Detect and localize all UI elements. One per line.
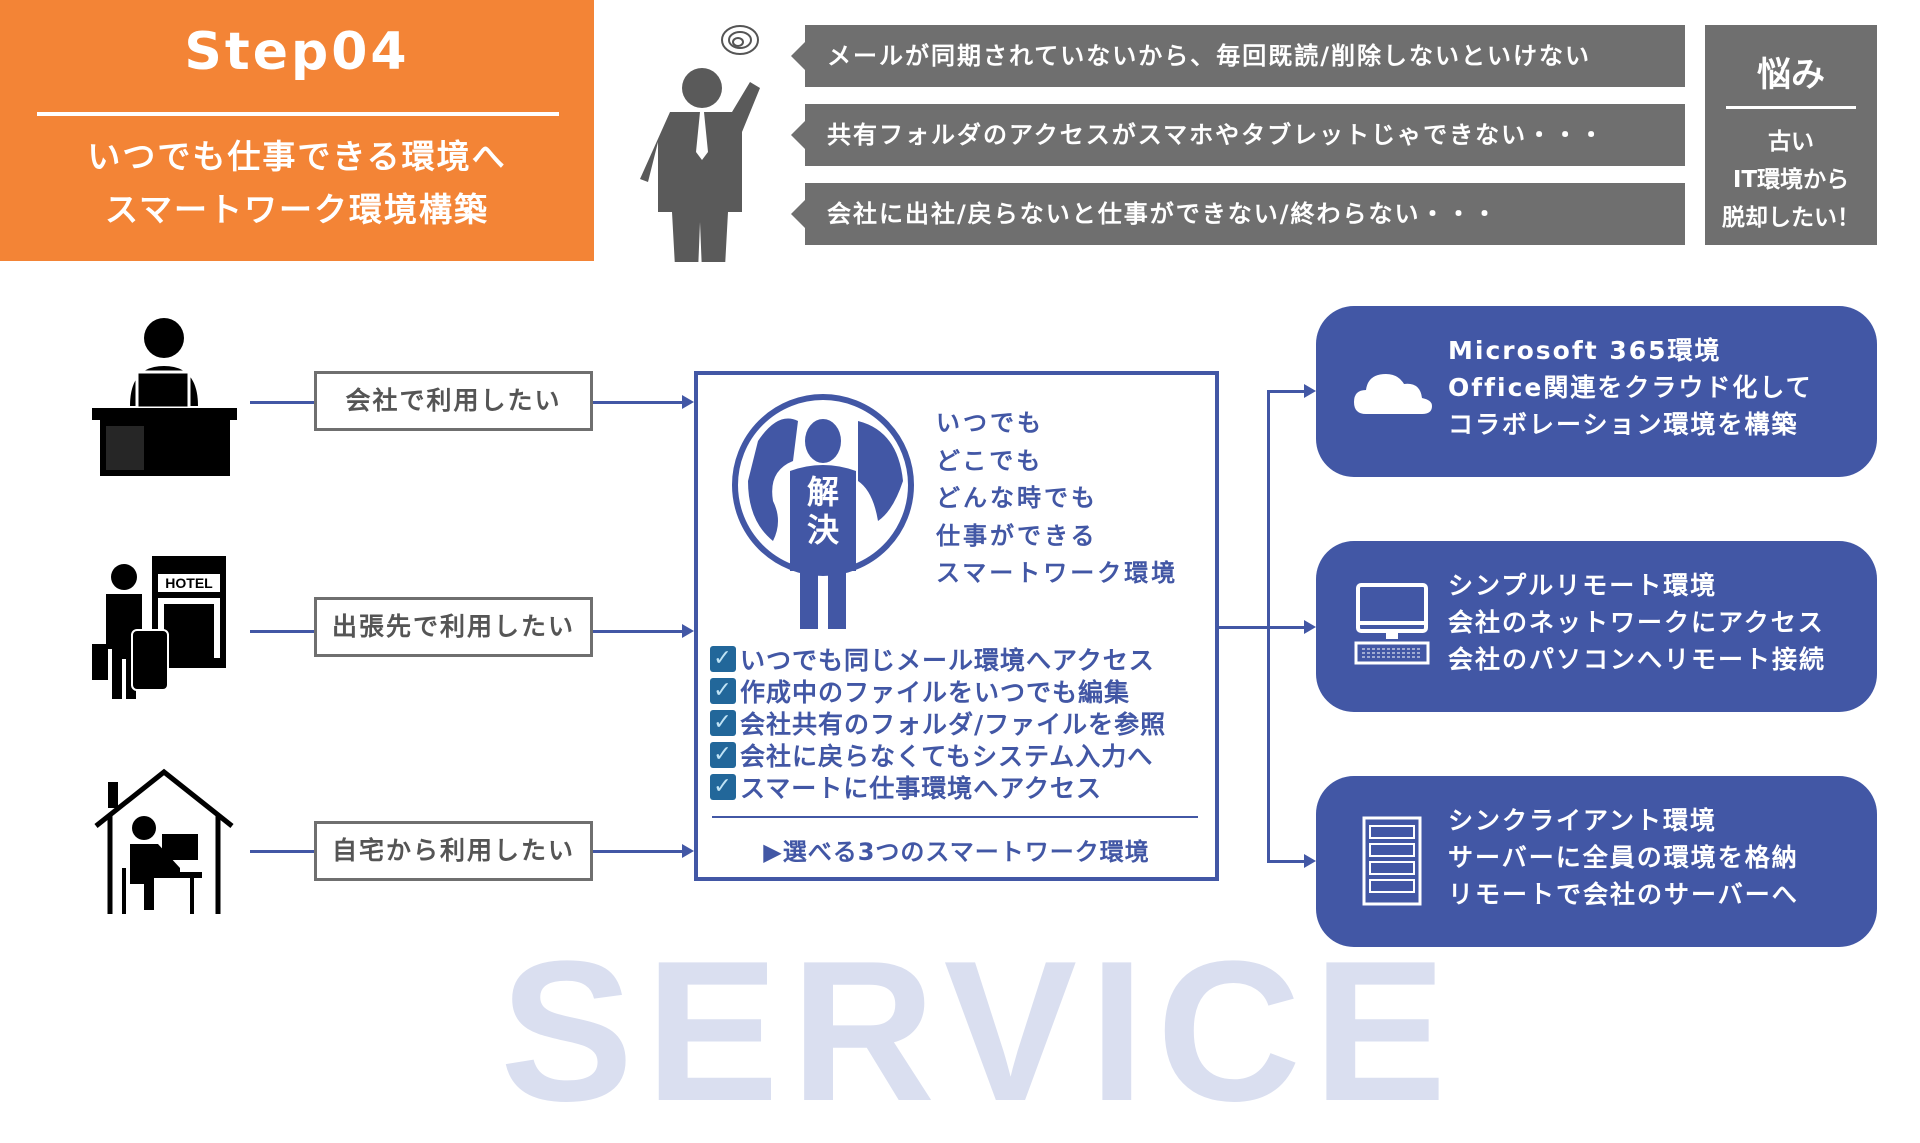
service-desc: コラボレーション環境を構築 bbox=[1448, 410, 1799, 439]
connector bbox=[593, 401, 683, 404]
cloud-icon bbox=[1354, 374, 1432, 414]
service-desc: 会社のパソコンへリモート接続 bbox=[1448, 645, 1827, 674]
arrow-icon bbox=[1304, 384, 1316, 398]
connector bbox=[1267, 390, 1305, 393]
connector bbox=[250, 850, 314, 853]
subtitle-line-1: いつでも仕事できる環境へ bbox=[87, 137, 507, 176]
checklist-text: 会社共有のフォルダ/ファイルを参照 bbox=[740, 710, 1167, 739]
problem-2: 共有フォルダのアクセスがスマホやタブレットじゃできない・・・ bbox=[791, 104, 1685, 166]
worries-summary-3: 脱却したい！ bbox=[1722, 205, 1860, 231]
checkbox-checked-icon: ✓ bbox=[710, 646, 736, 672]
checklist-item: ✓作成中のファイルをいつでも編集 bbox=[710, 675, 1166, 707]
scenario-business-trip: 出張先で利用したい bbox=[314, 597, 593, 657]
service-card-thin-client: シンクライアント環境サーバーに全員の環境を格納リモートで会社のサーバーへ bbox=[1316, 776, 1877, 947]
worries-summary-1: 古い bbox=[1768, 129, 1814, 155]
connector bbox=[250, 630, 314, 633]
step-header: Step04 いつでも仕事できる環境へ スマートワーク環境構築 bbox=[0, 0, 594, 261]
checklist-text: スマートに仕事環境へアクセス bbox=[740, 774, 1103, 803]
arrow-icon bbox=[1304, 620, 1316, 634]
worries-box: 悩み 古い IT環境から 脱却したい！ bbox=[1705, 25, 1877, 245]
checkbox-checked-icon: ✓ bbox=[710, 710, 736, 736]
tagline-line: 仕事ができる bbox=[936, 521, 1098, 550]
tagline-line: どこでも bbox=[936, 446, 1044, 475]
service-card-microsoft365: Microsoft 365環境 Office関連をクラウド化してコラボレーション環… bbox=[1316, 306, 1877, 477]
service-title: シンクライアント環境 bbox=[1448, 806, 1718, 835]
office-desk-icon bbox=[92, 318, 237, 476]
benefit-checklist: ✓いつでも同じメール環境へアクセス ✓作成中のファイルをいつでも編集 ✓会社共有… bbox=[710, 643, 1166, 803]
tagline-line: どんな時でも bbox=[936, 484, 1098, 512]
divider bbox=[1726, 106, 1856, 109]
connector bbox=[593, 630, 683, 633]
globe-person-icon: 解 決 bbox=[732, 394, 914, 629]
badge-char-2: 決 bbox=[807, 511, 839, 549]
connector bbox=[1267, 860, 1305, 863]
checklist-item: ✓いつでも同じメール環境へアクセス bbox=[710, 643, 1166, 675]
tagline-line: いつでも bbox=[936, 409, 1044, 437]
connector bbox=[593, 850, 683, 853]
checkbox-checked-icon: ✓ bbox=[710, 774, 736, 800]
worries-summary-2: IT環境から bbox=[1732, 167, 1850, 193]
checklist-text: いつでも同じメール環境へアクセス bbox=[740, 646, 1155, 675]
home-work-icon bbox=[94, 768, 234, 914]
connector bbox=[1219, 626, 1269, 629]
service-card-simple-remote: シンプルリモート環境会社のネットワークにアクセス会社のパソコンへリモート接続 bbox=[1316, 541, 1877, 712]
hotel-sign: HOTEL bbox=[165, 575, 213, 591]
scenario-office: 会社で利用したい bbox=[314, 371, 593, 431]
divider bbox=[712, 816, 1198, 818]
solution-box: 解 決 いつでも どこでも どんな時でも 仕事ができる スマートワーク環境 ✓い… bbox=[694, 371, 1219, 881]
watermark-text: SERVICE bbox=[500, 920, 1459, 1143]
subtitle-line-2: スマートワーク環境構築 bbox=[104, 190, 489, 229]
arrow-icon bbox=[682, 395, 694, 409]
service-desc: サーバーに全員の環境を格納 bbox=[1448, 843, 1799, 872]
service-title: シンプルリモート環境 bbox=[1448, 571, 1718, 600]
worried-person-icon bbox=[640, 25, 760, 262]
tagline: いつでも どこでも どんな時でも 仕事ができる スマートワーク環境 bbox=[936, 405, 1178, 593]
checkbox-checked-icon: ✓ bbox=[710, 678, 736, 704]
checklist-text: 作成中のファイルをいつでも編集 bbox=[740, 678, 1131, 707]
checkbox-checked-icon: ✓ bbox=[710, 742, 736, 768]
server-icon bbox=[1362, 816, 1422, 906]
service-title: Microsoft 365環境 bbox=[1448, 336, 1722, 365]
solution-footer: ▶選べる3つのスマートワーク環境 bbox=[763, 838, 1150, 866]
problem-1: メールが同期されていないから、毎回既読/削除しないといけない bbox=[791, 25, 1685, 87]
business-trip-icon: HOTEL bbox=[92, 556, 226, 699]
worries-title: 悩み bbox=[1757, 55, 1825, 95]
arrow-icon bbox=[1304, 854, 1316, 868]
service-desc: 会社のネットワークにアクセス bbox=[1448, 608, 1825, 637]
checklist-item: ✓会社に戻らなくてもシステム入力へ bbox=[710, 739, 1166, 771]
service-desc: リモートで会社のサーバーへ bbox=[1448, 880, 1799, 909]
checklist-item: ✓会社共有のフォルダ/ファイルを参照 bbox=[710, 707, 1166, 739]
step-label: Step04 bbox=[184, 22, 410, 82]
connector bbox=[1267, 626, 1305, 629]
connector bbox=[250, 401, 314, 404]
tagline-line: スマートワーク環境 bbox=[936, 559, 1179, 587]
arrow-icon bbox=[682, 844, 694, 858]
computer-icon bbox=[1354, 583, 1430, 665]
problem-3: 会社に出社/戻らないと仕事ができない/終わらない・・・ bbox=[791, 183, 1685, 245]
divider bbox=[37, 112, 559, 116]
checklist-item: ✓スマートに仕事環境へアクセス bbox=[710, 771, 1166, 803]
service-desc: Office関連をクラウド化して bbox=[1448, 373, 1813, 402]
checklist-text: 会社に戻らなくてもシステム入力へ bbox=[740, 742, 1154, 771]
arrow-icon bbox=[682, 624, 694, 638]
scenario-home: 自宅から利用したい bbox=[314, 821, 593, 881]
badge-char-1: 解 bbox=[807, 473, 839, 511]
